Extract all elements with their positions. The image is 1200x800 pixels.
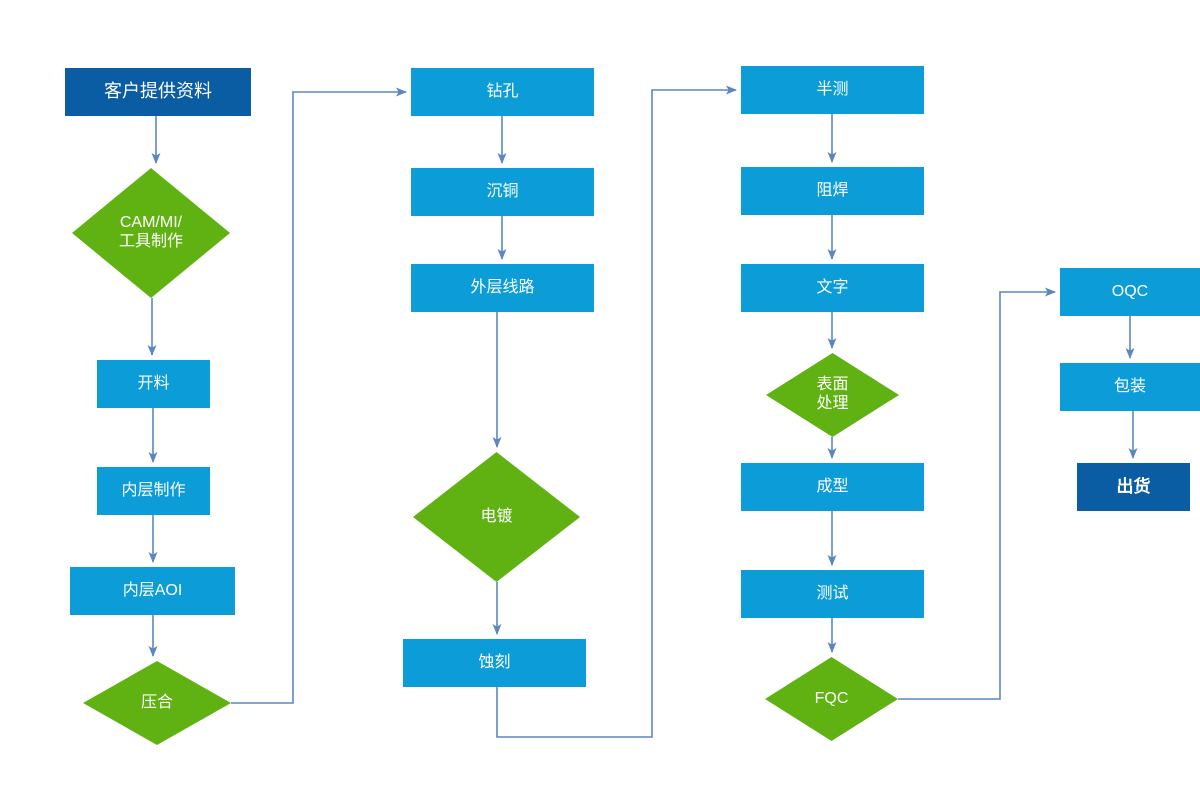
flow-node-label: 半测	[816, 80, 849, 98]
flow-node-n21[interactable]: 出货	[1077, 463, 1190, 511]
flow-node-label: 客户提供资料	[104, 81, 212, 102]
flow-node-label: 内层AOI	[122, 581, 183, 599]
flow-node-n03[interactable]: 开料	[97, 360, 210, 408]
flow-node-label: 开料	[137, 374, 170, 392]
flow-node-n14[interactable]: 文字	[741, 264, 924, 312]
flow-node-n08[interactable]: 沉铜	[411, 168, 594, 216]
flow-node-n09[interactable]: 外层线路	[411, 264, 594, 312]
flow-node-n12[interactable]: 半测	[741, 66, 924, 114]
flow-node-label: FQC	[814, 689, 849, 707]
flow-node-label: 沉铜	[486, 182, 519, 200]
flow-node-n05[interactable]: 内层AOI	[70, 567, 235, 615]
flow-node-n13[interactable]: 阻焊	[741, 167, 924, 215]
flow-node-n15[interactable]: 表面 处理	[766, 353, 899, 437]
flow-node-n11[interactable]: 蚀刻	[403, 639, 586, 687]
flow-node-n10[interactable]: 电镀	[413, 452, 580, 582]
flow-node-label: 钻孔	[486, 82, 519, 100]
flow-node-n17[interactable]: 测试	[741, 570, 924, 618]
flow-node-label: 出货	[1116, 476, 1151, 496]
flow-node-label: 包装	[1113, 377, 1146, 395]
flow-node-n01[interactable]: 客户提供资料	[65, 68, 251, 116]
flow-node-n18[interactable]: FQC	[765, 657, 898, 741]
flow-node-label: CAM/MI/ 工具制作	[118, 214, 183, 250]
flow-node-n19[interactable]: OQC	[1060, 268, 1200, 316]
connector-n06-to-n07	[231, 87, 407, 704]
flow-node-label: 表面 处理	[816, 376, 849, 412]
flow-node-label: 测试	[816, 584, 849, 602]
flow-node-label: 蚀刻	[478, 653, 511, 671]
flow-node-label: OQC	[1111, 282, 1149, 300]
connector-group	[147, 85, 1138, 738]
flow-node-label: 压合	[140, 693, 173, 711]
flow-node-label: 外层线路	[470, 278, 535, 296]
flow-node-n04[interactable]: 内层制作	[97, 467, 210, 515]
flow-node-n16[interactable]: 成型	[741, 463, 924, 511]
flow-node-n20[interactable]: 包装	[1060, 363, 1200, 411]
flow-node-label: 阻焊	[816, 181, 849, 199]
flow-node-n06[interactable]: 压合	[83, 661, 231, 745]
flow-node-label: 成型	[816, 477, 849, 495]
flow-node-n07[interactable]: 钻孔	[411, 68, 594, 116]
flow-node-label: 电镀	[480, 507, 513, 525]
flow-node-label: 文字	[816, 278, 849, 296]
flow-node-n02[interactable]: CAM/MI/ 工具制作	[72, 168, 230, 298]
flow-node-label: 内层制作	[121, 481, 186, 499]
